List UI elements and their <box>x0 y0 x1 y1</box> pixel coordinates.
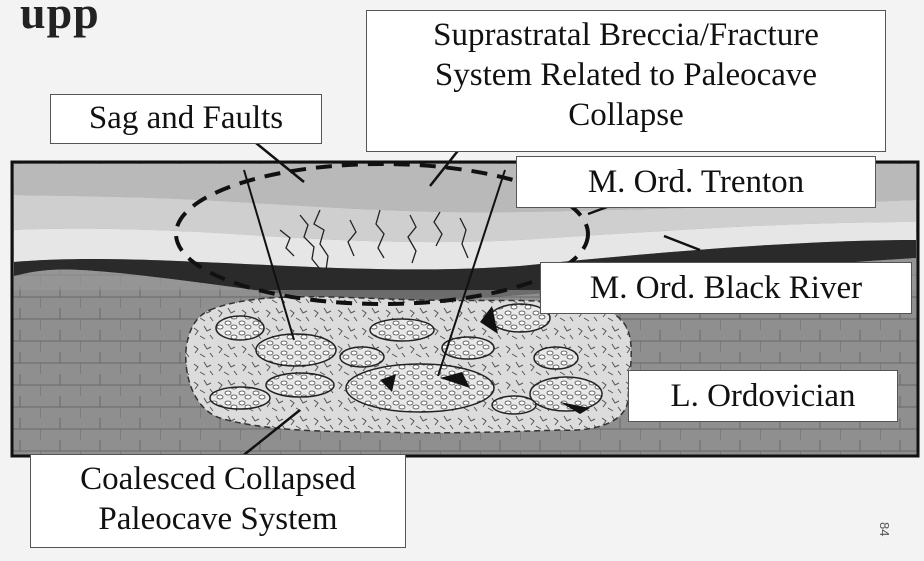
l-ordovician-text: L. Ordovician <box>670 378 856 414</box>
fault-lines <box>243 169 506 377</box>
breccia-line-1: Suprastratal Breccia/Fracture <box>433 17 819 53</box>
breccia-line-2: System Related to Paleocave <box>434 57 818 93</box>
trenton-label: M. Ord. Trenton <box>516 156 876 208</box>
sag-and-faults-text: Sag and Faults <box>88 100 284 136</box>
breccia-fracture-label: Suprastratal Breccia/Fracture System Rel… <box>366 10 886 152</box>
coalesced-paleocave-label: Coalesced Collapsed Paleocave System <box>30 454 406 548</box>
breccia-line-3: Collapse <box>568 97 684 133</box>
trenton-text: M. Ord. Trenton <box>587 164 805 200</box>
black-river-text: M. Ord. Black River <box>589 270 863 306</box>
trenton-lower-band <box>14 222 916 270</box>
clast-blocks <box>209 303 603 415</box>
coalesced-line-1: Coalesced Collapsed <box>80 461 356 497</box>
black-river-label: M. Ord. Black River <box>540 262 912 314</box>
page-number: 84 <box>877 522 892 537</box>
fracture-cracks <box>279 209 469 271</box>
coalesced-line-2: Paleocave System <box>98 501 338 537</box>
trenton-band <box>14 195 916 243</box>
l-ordovician-label: L. Ordovician <box>628 370 898 422</box>
sag-and-faults-label: Sag and Faults <box>50 94 322 144</box>
breccia-zone-outline <box>174 162 590 306</box>
cropped-title: upp <box>20 0 100 38</box>
